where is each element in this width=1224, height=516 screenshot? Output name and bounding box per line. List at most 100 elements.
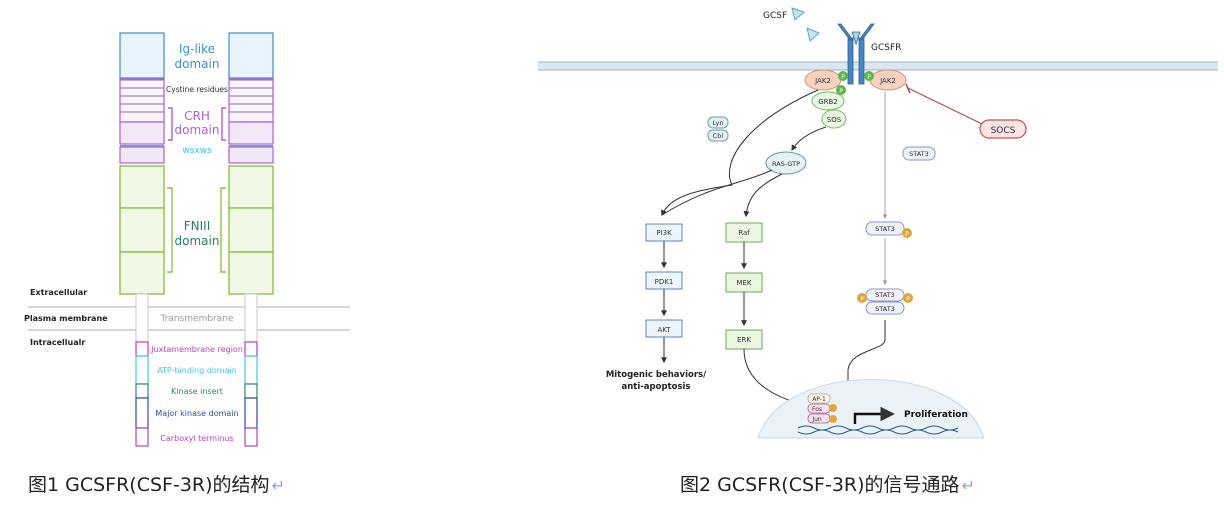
fniii-domain-label: domain xyxy=(175,234,220,248)
atp-block-right xyxy=(244,355,258,385)
kinase-insert-block-right xyxy=(244,383,258,399)
proliferation-arrow-icon xyxy=(853,406,895,424)
svg-text:P: P xyxy=(841,74,845,81)
mitogenic-label-2: anti-apoptosis xyxy=(622,382,691,392)
cystine-label: Cystine residues xyxy=(166,85,228,94)
ig-like-label: Ig-like xyxy=(179,42,215,56)
cell-membrane xyxy=(538,61,1218,71)
plasma-membrane-label: Plasma membrane xyxy=(24,314,108,323)
sos-label: SOS xyxy=(827,116,842,124)
return-mark-icon: ↵ xyxy=(961,476,975,495)
juxta-block-right xyxy=(244,341,258,357)
juxta-block-left xyxy=(135,341,149,357)
crh-bracket-left xyxy=(168,107,173,141)
transmembrane-stalk-right xyxy=(244,293,258,343)
ap1-node xyxy=(807,393,831,404)
crh-block-right-2 xyxy=(228,121,274,145)
raf-label: Raf xyxy=(738,229,750,237)
figure-1-receptor-structure: Ig-like domain Cystine residues CRH doma… xyxy=(24,32,350,447)
gcsf-ligand-icon-2 xyxy=(806,27,820,42)
stat3-dimer-bottom xyxy=(865,301,905,315)
arrow-jak-to-pi3k xyxy=(661,89,819,217)
cbl-label: Cbl xyxy=(713,132,724,140)
major-kinase-block-left xyxy=(135,397,149,429)
grb2-label: GRB2 xyxy=(818,98,838,106)
intracellular-label: Intracellualr xyxy=(30,338,85,347)
ras-gtp-label: RAS-GTP xyxy=(772,160,800,168)
atp-block-left xyxy=(135,355,149,385)
socs-label: SOCS xyxy=(991,126,1016,136)
receptor-chain-left xyxy=(119,32,165,447)
arrow-sos-to-ras xyxy=(791,126,827,152)
jak2-right-label: JAK2 xyxy=(879,77,896,85)
fniii-block-left-1 xyxy=(119,165,165,209)
phospho-badges: P P P xyxy=(836,71,874,95)
crh-bracket-right xyxy=(221,107,226,141)
carboxyl-block-left xyxy=(135,427,149,447)
ap1-label: AP-1 xyxy=(812,396,826,403)
kinase-insert-block-left xyxy=(135,383,149,399)
svg-text:STAT3: STAT3 xyxy=(875,291,895,299)
pdk1-label: PDK1 xyxy=(655,278,674,286)
carboxyl-block-right xyxy=(244,427,258,447)
stat3-p-label: STAT3 xyxy=(875,225,895,233)
ig-domain-label: domain xyxy=(175,57,220,71)
gcsf-ligand-icon xyxy=(791,7,805,21)
socs-inhibition-line xyxy=(907,87,983,125)
gcsfr-label: GCSFR xyxy=(871,43,901,53)
akt-label: AKT xyxy=(657,326,671,334)
fniii-block-left-3 xyxy=(119,251,165,295)
gcsfr-receptor-icon xyxy=(837,23,875,85)
proliferation-label: Proliferation xyxy=(904,410,968,420)
nucleus-shape xyxy=(757,379,985,439)
mek-label: MEK xyxy=(736,279,751,287)
transmembrane-label: Transmembrane xyxy=(159,314,233,324)
svg-text:P: P xyxy=(867,74,871,81)
mitogenic-label-1: Mitogenic behaviors/ xyxy=(606,370,707,380)
figure-2-caption: 图2 GCSFR(CSF-3R)的信号通路↵ xyxy=(680,470,975,497)
major-kinase-block-right xyxy=(244,397,258,429)
svg-text:P: P xyxy=(905,231,909,238)
major-kinase-label: Major kinase domain xyxy=(155,409,238,418)
fniii-label: FNIII xyxy=(184,219,211,233)
fniii-block-right-1 xyxy=(228,165,274,209)
fniii-block-left-2 xyxy=(119,207,165,253)
jak2-left-label: JAK2 xyxy=(814,77,831,85)
socs-inhibition-bar xyxy=(905,83,911,94)
crh-block-left-3 xyxy=(119,146,165,164)
lyn-node xyxy=(707,116,729,129)
receptor-chain-right xyxy=(228,32,274,447)
lyn-label: Lyn xyxy=(713,119,724,127)
atp-binding-label: ATP-binding domain xyxy=(157,366,237,375)
juxtamembrane-label: Juxtamembrane region xyxy=(150,345,243,354)
crh-block-right-3 xyxy=(228,146,274,164)
dna-strand-icon xyxy=(797,425,959,435)
grb2-node xyxy=(811,91,845,111)
fniii-bracket-right xyxy=(220,187,226,273)
fos-label: Fos xyxy=(812,406,822,413)
return-mark-icon: ↵ xyxy=(271,476,285,495)
transmembrane-stalk-left xyxy=(135,293,149,343)
svg-text:P: P xyxy=(839,88,843,95)
carboxyl-label: Carboxyl terminus xyxy=(160,434,233,443)
cbl-node xyxy=(707,129,729,142)
crh-label: CRH xyxy=(184,109,210,123)
fniii-block-right-2 xyxy=(228,207,274,253)
arrow-ras-to-raf xyxy=(743,173,783,218)
socs-node xyxy=(979,119,1027,139)
crh-domain-label: domain xyxy=(175,123,220,137)
jun-label: Jun xyxy=(811,416,822,423)
ig-like-block-right xyxy=(228,32,274,79)
svg-text:P: P xyxy=(906,296,910,303)
crh-block-left-1 xyxy=(119,78,165,123)
fniii-block-right-3 xyxy=(228,251,274,295)
arrow-dimer-to-dna xyxy=(845,320,886,422)
stat3-top-label: STAT3 xyxy=(909,150,929,158)
arrow-ras-to-pi3k xyxy=(661,169,773,216)
wsxws-label: wsxws xyxy=(182,146,212,156)
stat3-top-node xyxy=(902,146,936,161)
figure-2-signaling-pathway: GCSF GCSFR JAK2 JAK2 P P P GRB2 SOS Lyn … xyxy=(538,7,1218,439)
ig-like-block-left xyxy=(119,32,165,79)
gcsf-label: GCSF xyxy=(763,11,787,21)
fniii-bracket-left xyxy=(167,187,173,273)
